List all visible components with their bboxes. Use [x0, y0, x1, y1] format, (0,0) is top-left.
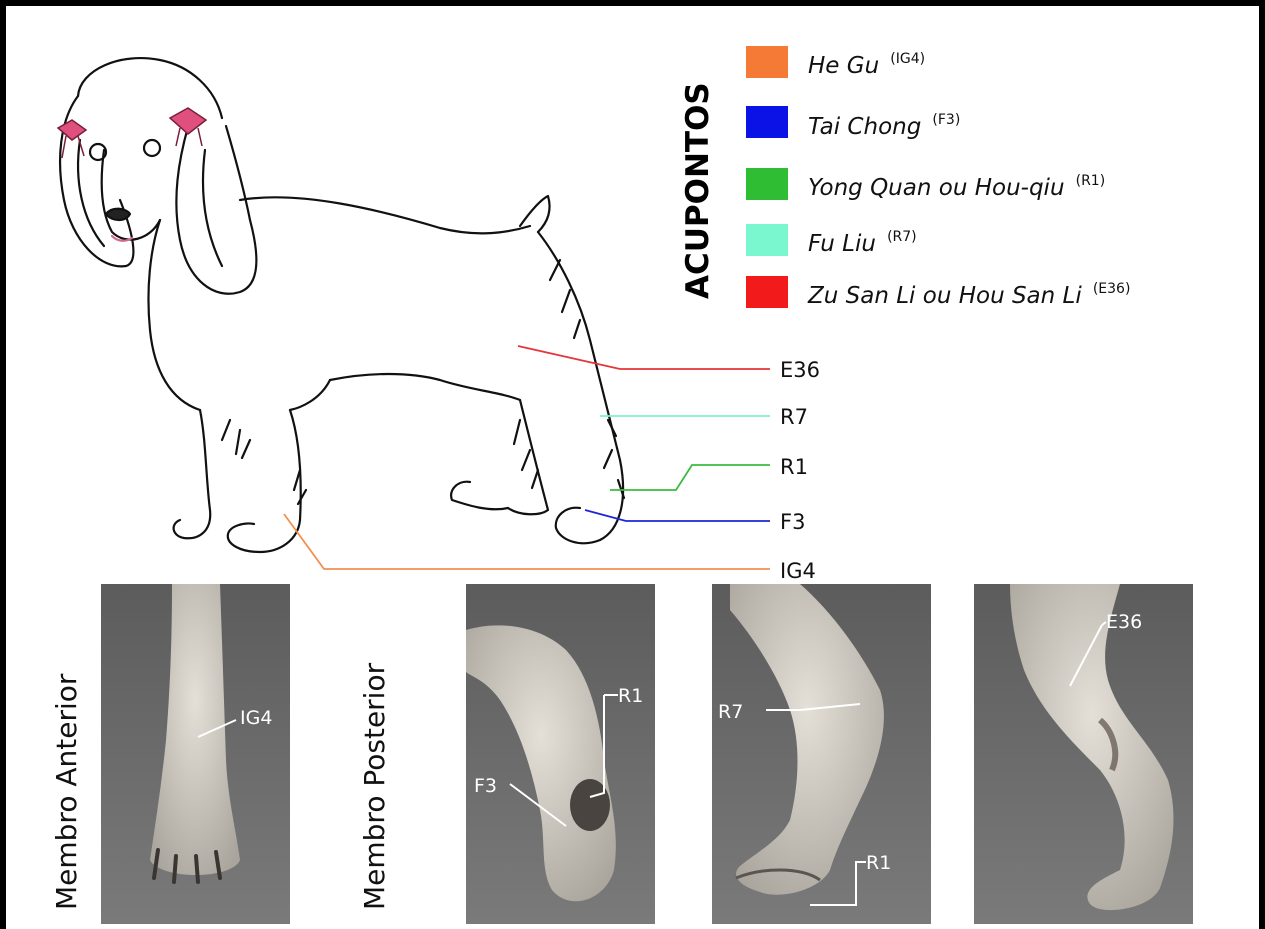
- legend-swatch-ig4: [746, 46, 788, 78]
- photo-posterior-paw: R1 F3: [466, 584, 655, 924]
- photo-posterior-leg-medial: R7 R1: [712, 584, 931, 924]
- dog-illustration: [60, 58, 624, 552]
- legend-swatch-r7: [746, 224, 788, 256]
- label-r1: R1: [780, 455, 808, 479]
- legend: ACUPONTOS He Gu (IG4) Tai Chong (F3) Yon…: [680, 46, 1130, 309]
- section-label-posterior: Membro Posterior: [358, 662, 391, 910]
- photo4-label-e36: E36: [1106, 611, 1142, 633]
- section-label-anterior: Membro Anterior: [50, 673, 83, 910]
- photo3-label-r1: R1: [866, 852, 891, 874]
- label-ig4: IG4: [780, 559, 816, 583]
- legend-title: ACUPONTOS: [680, 82, 716, 299]
- legend-swatch-e36: [746, 276, 788, 308]
- photo-posterior-leg-lateral: E36: [974, 584, 1193, 924]
- label-e36: E36: [780, 358, 820, 382]
- leader-r1: [610, 465, 770, 490]
- leader-f3: [585, 510, 770, 521]
- photo2-label-r1: R1: [618, 685, 643, 707]
- bow-right: [170, 108, 206, 146]
- leader-ig4: [284, 514, 770, 569]
- legend-swatch-f3: [746, 106, 788, 138]
- legend-item-ig4: He Gu (IG4): [808, 51, 925, 79]
- legend-item-e36: Zu San Li ou Hou San Li (E36): [807, 281, 1130, 309]
- photo1-label-ig4: IG4: [240, 707, 272, 729]
- legend-item-r7: Fu Liu (R7): [808, 229, 917, 257]
- photo2-label-f3: F3: [474, 775, 497, 797]
- label-f3: F3: [780, 510, 805, 534]
- label-r7: R7: [780, 405, 808, 429]
- photo3-label-r7: R7: [718, 701, 743, 723]
- leader-e36: [518, 346, 770, 369]
- photo-anterior-limb: IG4: [101, 584, 290, 924]
- legend-item-f3: Tai Chong (F3): [808, 112, 960, 140]
- legend-item-r1: Yong Quan ou Hou-qiu (R1): [808, 173, 1105, 201]
- legend-swatch-r1: [746, 168, 788, 200]
